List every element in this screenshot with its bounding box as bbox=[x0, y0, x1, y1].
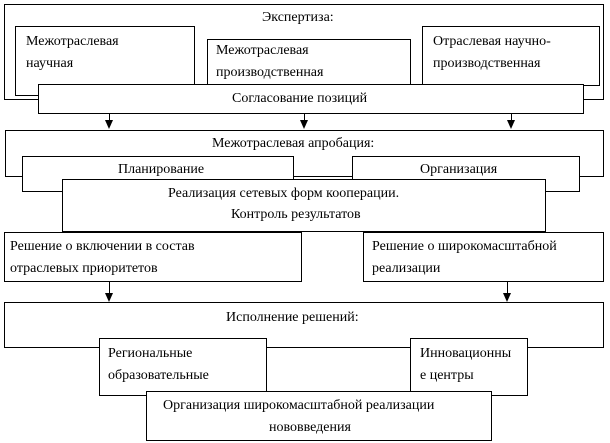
implementation-line-1: Реализация сетевых форм кооперации. bbox=[168, 186, 400, 201]
large-scale-implementation-box bbox=[146, 391, 492, 441]
organization-label: Организация bbox=[420, 162, 498, 177]
expertise-title: Экспертиза: bbox=[262, 10, 334, 25]
agreement-label: Согласование позиций bbox=[232, 91, 368, 106]
interindustry-scientific-line-1: Межотраслевая bbox=[26, 34, 119, 49]
implementation-control-box bbox=[62, 179, 546, 232]
decision-include-box bbox=[4, 232, 302, 282]
industry-scientific-production-box bbox=[422, 26, 600, 86]
large-scale-implementation-line-1: Организация широкомасштабной реализации bbox=[163, 398, 435, 413]
approbation-title: Межотраслевая апробация: bbox=[212, 136, 375, 151]
arrow-shaft-mid-1 bbox=[304, 114, 305, 122]
execution-title: Исполнение решений: bbox=[226, 310, 359, 325]
interindustry-production-line-2: производственная bbox=[216, 65, 324, 80]
arrow-down-icon bbox=[300, 120, 308, 129]
large-scale-implementation-line-2: нововведения bbox=[269, 420, 351, 435]
arrow-shaft-right-1 bbox=[511, 114, 512, 122]
interindustry-scientific-line-2: научная bbox=[26, 56, 74, 71]
arrow-down-icon bbox=[105, 293, 113, 302]
decision-scale-line-1: Решение о широкомасштабной bbox=[372, 239, 557, 254]
decision-include-line-1: Решение о включении в состав bbox=[10, 239, 195, 254]
decision-scale-box bbox=[363, 232, 604, 282]
arrow-shaft-right-2 bbox=[507, 282, 508, 294]
arrow-down-icon bbox=[503, 293, 511, 302]
innovation-centers-line-1: Инновационны bbox=[420, 346, 512, 361]
innovation-centers-box bbox=[410, 338, 528, 396]
industry-scientific-production-line-2: производственная bbox=[433, 56, 541, 71]
industry-scientific-production-line-1: Отраслевая научно- bbox=[433, 34, 551, 49]
arrow-down-icon bbox=[105, 120, 113, 129]
arrow-shaft-left-2 bbox=[109, 282, 110, 294]
regional-educational-line-2: образовательные bbox=[108, 368, 209, 383]
decision-include-line-2: отраслевых приоритетов bbox=[10, 261, 158, 276]
decision-scale-line-2: реализации bbox=[372, 261, 441, 276]
interindustry-production-line-1: Межотраслевая bbox=[216, 43, 309, 58]
arrow-shaft-left-1 bbox=[109, 114, 110, 122]
agreement-box bbox=[38, 84, 584, 114]
arrow-down-icon bbox=[507, 120, 515, 129]
implementation-line-2: Контроль результатов bbox=[231, 207, 361, 222]
innovation-centers-line-2: е центры bbox=[420, 368, 474, 383]
planning-label: Планирование bbox=[118, 162, 205, 177]
regional-educational-line-1: Региональные bbox=[108, 346, 193, 361]
